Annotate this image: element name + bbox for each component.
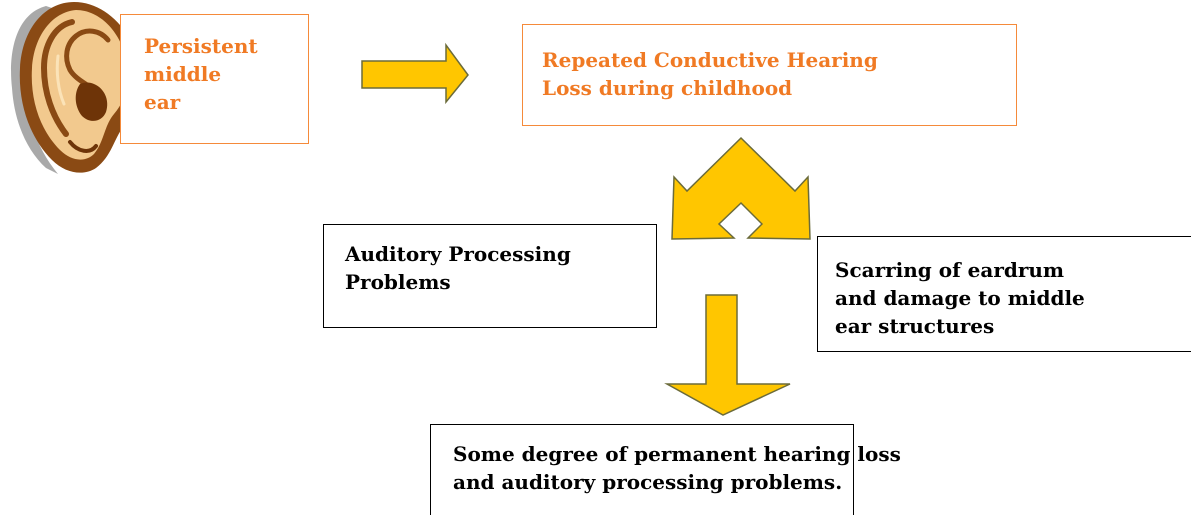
right-arrow-icon: [361, 42, 469, 105]
node-permanent-label: Some degree of permanent hearing loss an…: [453, 442, 901, 494]
node-persistent-box: [120, 14, 309, 144]
node-persistent-label: Persistent middle ear: [144, 34, 258, 114]
node-auditory-box: [323, 224, 657, 328]
split-arrow-icon: [671, 136, 811, 240]
down-arrow-icon: [664, 294, 791, 416]
node-scarring-box: [817, 236, 1191, 352]
node-repeated-box: [522, 24, 1017, 126]
node-repeated-label: Repeated Conductive Hearing Loss during …: [542, 48, 878, 100]
node-auditory-label: Auditory Processing Problems: [345, 242, 571, 294]
node-scarring-label: Scarring of eardrum and damage to middle…: [835, 258, 1085, 338]
node-permanent-box: [430, 424, 854, 515]
